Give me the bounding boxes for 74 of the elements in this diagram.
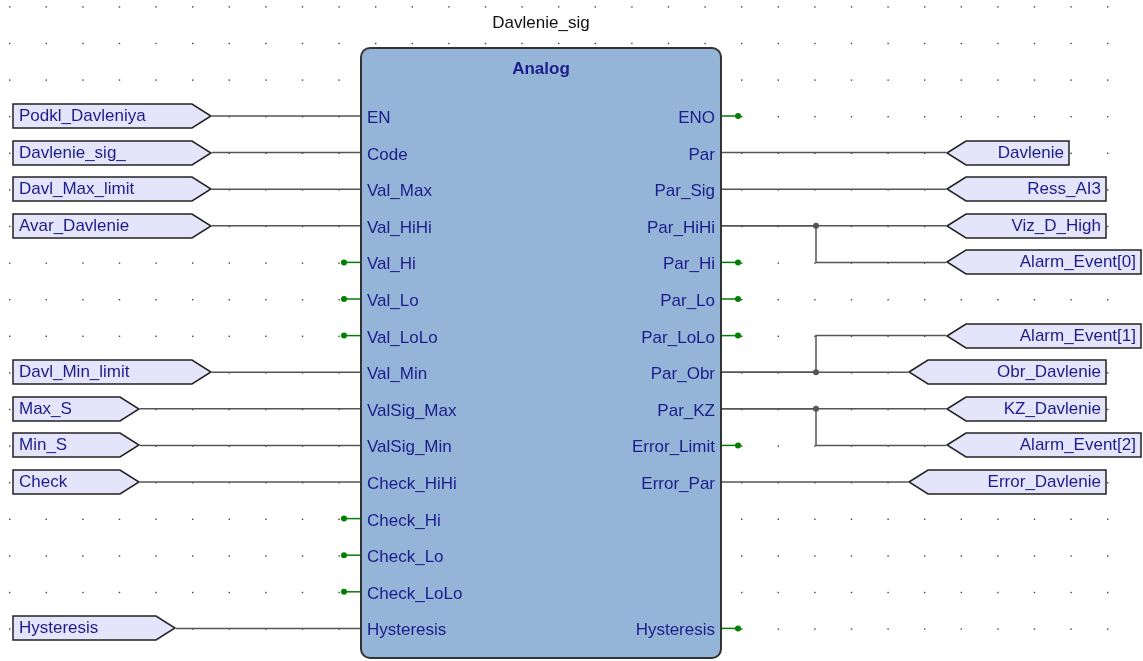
connector-line — [139, 481, 361, 483]
connector-line — [721, 151, 947, 154]
pin-stub — [721, 113, 741, 119]
pin-stub — [721, 259, 741, 266]
pin-label: Val_LoLo — [361, 325, 438, 350]
pin-label: Hysteresis — [635, 618, 721, 643]
pin-label: Error_Par — [641, 472, 721, 496]
pin-stub — [341, 515, 361, 522]
variable-tag: Error_Davlenie — [908, 469, 1107, 495]
variable-tag: Obr_Davlenie — [908, 359, 1107, 386]
pin-stub — [341, 259, 361, 266]
pin-label: Check_HiHi — [361, 472, 457, 496]
variable-tag: Avar_Davlenie — [12, 212, 212, 239]
connector-line — [139, 444, 361, 447]
variable-tag: Max_S — [12, 395, 140, 422]
pin-label: Par_LoLo — [641, 325, 721, 350]
pin-stub — [721, 332, 741, 339]
variable-tag: Davl_Min_limit — [12, 359, 212, 386]
connector-line — [721, 371, 909, 373]
pin-label: EN — [361, 106, 391, 130]
variable-tag: Podkl_Davleniya — [12, 103, 212, 129]
variable-tag: Min_S — [12, 432, 140, 459]
connector-line — [175, 627, 361, 630]
pin-label: Par_Hi — [663, 252, 721, 277]
pin-label: Par — [688, 142, 721, 167]
pin-label: Par_Sig — [654, 179, 721, 204]
pin-label: ValSig_Min — [361, 435, 452, 460]
pin-label: ValSig_Max — [361, 398, 457, 423]
pin-stub — [721, 296, 741, 302]
pin-label: Error_Limit — [631, 435, 721, 460]
connector-line — [211, 188, 361, 190]
connector-line — [211, 115, 361, 117]
pin-label: Par_Obr — [650, 362, 721, 387]
pin-label: Val_Min — [361, 362, 428, 387]
connector-line — [211, 151, 361, 154]
instance-name: Davlenie_sig — [491, 13, 591, 33]
variable-tag: Viz_D_High — [946, 212, 1107, 239]
connector-line — [139, 408, 361, 410]
pin-label: Val_Max — [361, 179, 432, 204]
variable-tag: Davlenie_sig_ — [12, 139, 212, 166]
pin-label: Val_Lo — [361, 289, 419, 313]
pin-stub — [341, 296, 361, 302]
variable-tag: Hysteresis — [12, 615, 176, 642]
variable-tag: Alarm_Event[1] — [946, 322, 1142, 349]
connector-line — [721, 188, 947, 190]
connector-line — [211, 225, 361, 227]
variable-tag: Alarm_Event[0] — [946, 249, 1142, 276]
pin-label: Val_HiHi — [361, 215, 432, 240]
variable-tag: Davlenie — [946, 139, 1070, 166]
pin-label: Check_Lo — [361, 545, 444, 570]
pin-stub — [341, 552, 361, 559]
connector-line — [721, 225, 947, 264]
pin-label: Hysteresis — [361, 618, 447, 643]
block-title: Analog — [511, 59, 571, 79]
pin-label: Val_Hi — [361, 252, 416, 277]
connector-line — [721, 408, 947, 447]
pin-label: Check_LoLo — [361, 581, 463, 606]
pin-stub — [341, 588, 361, 595]
pin-stub — [721, 625, 741, 632]
variable-tag: Ress_AI3 — [946, 176, 1107, 203]
pin-stub — [721, 442, 741, 449]
connector-line — [211, 371, 361, 373]
variable-tag: Check — [12, 469, 140, 495]
pin-label: Par_HiHi — [646, 215, 721, 240]
variable-tag: KZ_Davlenie — [946, 395, 1107, 422]
pin-label: ENO — [678, 106, 721, 130]
pin-label: Par_Lo — [660, 289, 721, 313]
pin-label: Code — [361, 142, 408, 167]
variable-tag: Alarm_Event[2] — [946, 432, 1142, 459]
pin-label: Par_KZ — [657, 398, 721, 423]
connector-line — [721, 481, 909, 483]
pin-stub — [341, 332, 361, 339]
variable-tag: Davl_Max_limit — [12, 176, 212, 203]
pin-label: Check_Hi — [361, 508, 441, 533]
